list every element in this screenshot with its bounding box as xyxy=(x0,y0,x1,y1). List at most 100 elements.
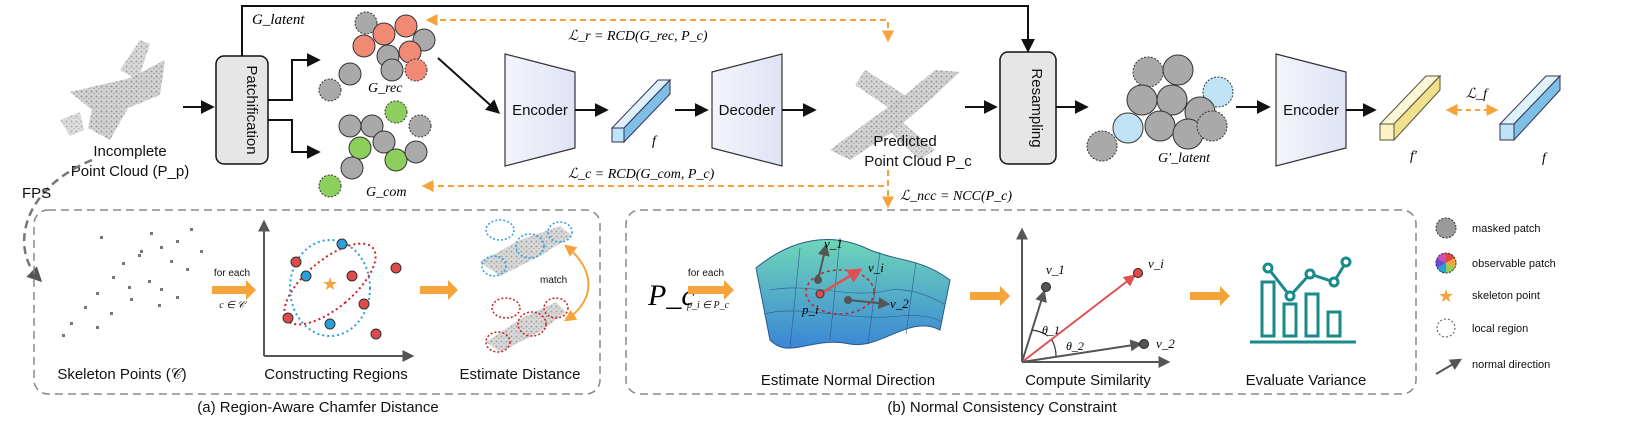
constructing-regions-label: Constructing Regions xyxy=(264,366,407,383)
encoder-1-label: Encoder xyxy=(512,102,568,119)
evaluate-variance-label: Evaluate Variance xyxy=(1246,372,1367,389)
match-label: match xyxy=(540,275,567,286)
resampling-label: Resampling xyxy=(1028,68,1045,147)
theta2-label: θ_2 xyxy=(1066,339,1084,353)
panel-a-caption: (a) Region-Aware Chamfer Distance xyxy=(197,399,439,416)
surface-point-2 xyxy=(844,296,852,304)
surface-v1-label: v_1 xyxy=(824,236,843,251)
panel-a-for-each-sub: c ∈ 𝒞 xyxy=(219,300,247,311)
panel-b-arrow-3 xyxy=(1190,286,1230,306)
predicted-label-line1: Predicted xyxy=(873,133,936,150)
skeleton-star: ★ xyxy=(322,274,338,294)
sim-v1-vector xyxy=(1021,289,1047,363)
g-latent-label: G_latent xyxy=(252,12,305,28)
decoder-label: Decoder xyxy=(719,102,776,119)
surface-point-pi xyxy=(815,289,825,299)
legend-observable-icon xyxy=(1435,252,1457,274)
g-latent-prime-label: G′_latent xyxy=(1158,151,1211,166)
compute-similarity-label: Compute Similarity xyxy=(1025,372,1151,389)
skeleton-points-scatter xyxy=(62,228,203,337)
sim-vi-label: v_i xyxy=(1148,256,1164,271)
predicted-label-line2: Point Cloud P_c xyxy=(864,153,972,170)
g-com-label: G_com xyxy=(366,185,406,200)
panel-a-arrow-1 xyxy=(212,280,256,300)
loss-c-label: ℒ_c = RCD(G_com, P_c) xyxy=(568,167,715,182)
panel-a-arrow-2 xyxy=(420,280,458,300)
legend-local-region-label: local region xyxy=(1472,323,1528,335)
predicted-point-cloud xyxy=(830,70,960,160)
encoder-2-box xyxy=(1275,53,1347,167)
estimate-normal-label: Estimate Normal Direction xyxy=(761,372,935,389)
incomplete-label-line1: Incomplete xyxy=(93,143,166,160)
incomplete-label-line2: Point Cloud (P_p) xyxy=(71,163,189,180)
panel-b-for-each: for each xyxy=(688,268,724,279)
sim-v2-vector xyxy=(1021,339,1143,363)
panel-b-for-each-sub: p_i ∈ P_c xyxy=(686,300,730,311)
distance-cluster-blue xyxy=(480,219,573,277)
normal-vi-arrow xyxy=(819,268,863,296)
loss-r-label: ℒ_r = RCD(G_rec, P_c) xyxy=(568,29,708,44)
g-rec-label: G_rec xyxy=(368,81,403,96)
sim-vi-point xyxy=(1133,268,1143,278)
variance-chart-icon xyxy=(1250,256,1356,344)
surface-pi-label: p_i xyxy=(801,302,819,317)
distance-cluster-red xyxy=(485,297,569,353)
resampling-box xyxy=(999,51,1057,165)
feature-f-cube xyxy=(610,78,672,144)
pc-symbol: P_c xyxy=(647,279,695,312)
sim-v1-point xyxy=(1041,282,1051,292)
legend-local-region-icon xyxy=(1436,318,1456,338)
decoder-box xyxy=(711,53,783,167)
legend-skeleton-label: skeleton point xyxy=(1472,290,1540,302)
feature-f-right-cube xyxy=(1498,74,1562,142)
legend-skeleton-icon: ★ xyxy=(1438,286,1454,306)
theta2-arc xyxy=(1051,339,1057,357)
panel-b-arrow-1 xyxy=(688,280,734,300)
encoder-1-box xyxy=(504,53,576,167)
panel-b-arrow-2 xyxy=(970,286,1010,306)
legend-normal-icon xyxy=(1435,358,1463,375)
surface-v2-label: v_2 xyxy=(890,296,909,311)
sim-v1-label: v_1 xyxy=(1046,262,1065,277)
surface-point-1 xyxy=(814,276,822,284)
incomplete-point-cloud xyxy=(60,40,165,140)
legend-observable-label: observable patch xyxy=(1472,258,1556,270)
legend: masked patch observable patch ★ skeleton… xyxy=(1435,217,1556,375)
feature-f-label: f xyxy=(652,134,658,149)
g-latent-skip-line xyxy=(241,5,1035,56)
regions-axes xyxy=(258,219,415,362)
normal-v1-arrow xyxy=(817,243,830,281)
panel-a-frame xyxy=(33,209,601,395)
normal-v2-arrow xyxy=(847,297,891,310)
loss-r-line xyxy=(430,19,894,43)
feature-f-right-label: f xyxy=(1542,151,1548,166)
encoder-2-label: Encoder xyxy=(1283,102,1339,119)
g-latent-prime-patches xyxy=(1086,54,1234,162)
skeleton-points-label: Skeleton Points (𝒞) xyxy=(57,366,186,383)
sim-vi-vector xyxy=(1021,274,1136,363)
g-rec-patches xyxy=(318,11,436,102)
panel-b-frame xyxy=(625,209,1417,395)
estimate-distance-label: Estimate Distance xyxy=(460,366,581,383)
fps-label: FPS xyxy=(22,185,51,202)
feature-f-prime-cube xyxy=(1378,74,1442,142)
loss-f-label: ℒ_f xyxy=(1466,87,1489,102)
sim-v2-point xyxy=(1139,339,1149,349)
similarity-axes xyxy=(1016,227,1171,368)
legend-masked-icon xyxy=(1435,217,1457,239)
feature-f-prime-label: f′ xyxy=(1410,149,1418,164)
panel-b-caption: (b) Normal Consistency Constraint xyxy=(887,399,1117,416)
match-arrow xyxy=(564,244,590,322)
arrow-to-gcom xyxy=(268,119,321,159)
region-points xyxy=(282,238,402,340)
legend-masked-label: masked patch xyxy=(1472,223,1540,235)
arrow-to-grec xyxy=(268,53,321,101)
panel-a-for-each: for each xyxy=(214,268,250,279)
theta1-label: θ_1 xyxy=(1042,323,1060,337)
g-com-patches xyxy=(318,100,432,198)
arrow-grec-encoder xyxy=(437,57,501,114)
theta1-arc xyxy=(1031,329,1049,337)
legend-normal-label: normal direction xyxy=(1472,359,1550,371)
patchification-label: Patchification xyxy=(243,65,260,154)
